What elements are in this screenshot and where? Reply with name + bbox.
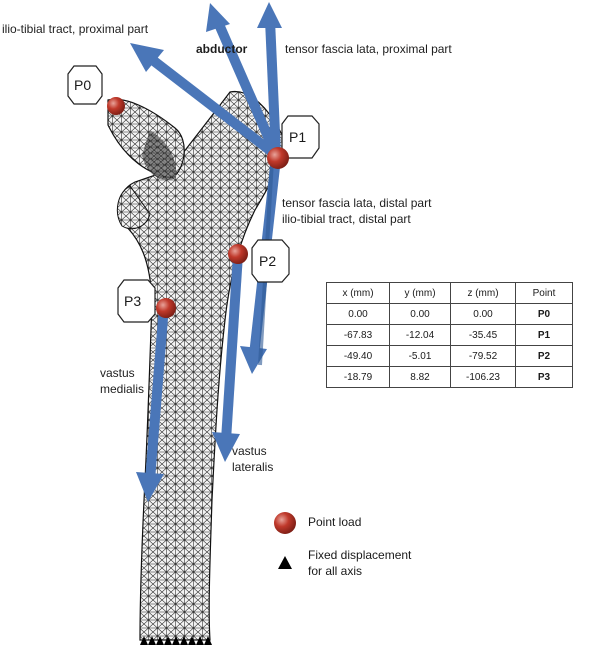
load-point-p2 — [228, 244, 248, 264]
p0-tag-shape — [67, 65, 103, 105]
table-cell: 8.82 — [389, 366, 451, 388]
label-tfl-distal: tensor fascia lata, distal part — [282, 196, 432, 210]
arrow-tfl-proximal — [257, 2, 282, 156]
arrow-iliotibial-proximal — [130, 43, 280, 159]
tag-p3: P3 — [124, 293, 142, 309]
tag-p2: P2 — [259, 253, 277, 269]
support-triangle — [172, 636, 180, 645]
legend-load-point-icon — [274, 512, 296, 534]
support-triangle — [204, 636, 212, 645]
support-triangle — [164, 636, 172, 645]
legend-fixed-displacement-line1: Fixed displacement — [308, 548, 412, 562]
table-cell: -12.04 — [389, 324, 451, 346]
table-header-row: x (mm) y (mm) z (mm) Point — [326, 282, 573, 304]
legend-fixed-displacement-line2: for all axis — [308, 564, 363, 578]
p2-tag-shape — [251, 239, 290, 283]
femur-shaft — [118, 90, 283, 641]
table-header-cell: Point — [515, 282, 573, 304]
p3-tag-shape — [117, 279, 156, 323]
table-cell: -35.45 — [450, 324, 516, 346]
table-cell: P1 — [515, 324, 573, 346]
support-triangle — [196, 636, 204, 645]
p1-tag-shape — [281, 115, 320, 159]
table-row: -67.83 -12.04 -35.45 P1 — [326, 324, 573, 346]
label-abductor: abductor — [196, 42, 248, 56]
table-cell: -5.01 — [389, 345, 451, 367]
legend-point-load-label: Point load — [308, 515, 362, 529]
table-cell: P0 — [515, 303, 573, 325]
label-vastus-medialis-line2: medialis — [100, 382, 145, 396]
tag-p0: P0 — [74, 77, 92, 93]
table-cell: P3 — [515, 366, 573, 388]
table-row: -49.40 -5.01 -79.52 P2 — [326, 345, 573, 367]
label-vastus-lateralis-line1: vastus — [232, 444, 267, 458]
table-cell: 0.00 — [389, 303, 451, 325]
support-triangle — [188, 636, 196, 645]
table-header-cell: z (mm) — [450, 282, 516, 304]
table-cell: -18.79 — [326, 366, 390, 388]
table-cell: -49.40 — [326, 345, 390, 367]
legend-fixed-displacement-icon — [278, 556, 292, 569]
load-point-p0 — [107, 97, 125, 115]
support-triangle — [148, 636, 156, 645]
femur-mesh — [107, 90, 283, 641]
tag-p1: P1 — [289, 129, 307, 145]
force-arrows — [130, 2, 282, 502]
label-iliotibial-proximal: ilio-tibial tract, proximal part — [2, 22, 149, 36]
arrow-vastus-lateralis — [212, 253, 243, 462]
table-row: -18.79 8.82 -106.23 P3 — [326, 366, 573, 388]
support-triangle — [156, 636, 164, 645]
coordinate-table: x (mm) y (mm) z (mm) Point 0.00 0.00 0.0… — [326, 282, 573, 388]
support-triangle — [140, 636, 148, 645]
table-cell: 0.00 — [450, 303, 516, 325]
lesser-trochanter — [116, 185, 151, 230]
arrow-abductor — [206, 3, 281, 157]
table-cell: -106.23 — [450, 366, 516, 388]
table-cell: -79.52 — [450, 345, 516, 367]
table-cell: P2 — [515, 345, 573, 367]
load-point-p3 — [156, 298, 176, 318]
label-tfl-proximal: tensor fascia lata, proximal part — [285, 42, 452, 56]
table-cell: -67.83 — [326, 324, 390, 346]
arrow-vastus-medialis — [136, 305, 169, 502]
load-points — [107, 97, 296, 534]
trochanter-shadow — [142, 130, 177, 180]
table-header-cell: x (mm) — [326, 282, 390, 304]
label-vastus-medialis-line1: vastus — [100, 366, 135, 380]
table-header-cell: y (mm) — [389, 282, 451, 304]
support-triangle — [180, 636, 188, 645]
fixed-supports — [140, 636, 212, 645]
table-cell: 0.00 — [326, 303, 390, 325]
table-row: 0.00 0.00 0.00 P0 — [326, 303, 573, 325]
load-point-p1 — [267, 147, 289, 169]
label-iliotibial-distal: ilio-tibial tract, distal part — [282, 212, 411, 226]
point-tags — [67, 65, 320, 323]
label-vastus-lateralis-line2: lateralis — [232, 460, 274, 474]
